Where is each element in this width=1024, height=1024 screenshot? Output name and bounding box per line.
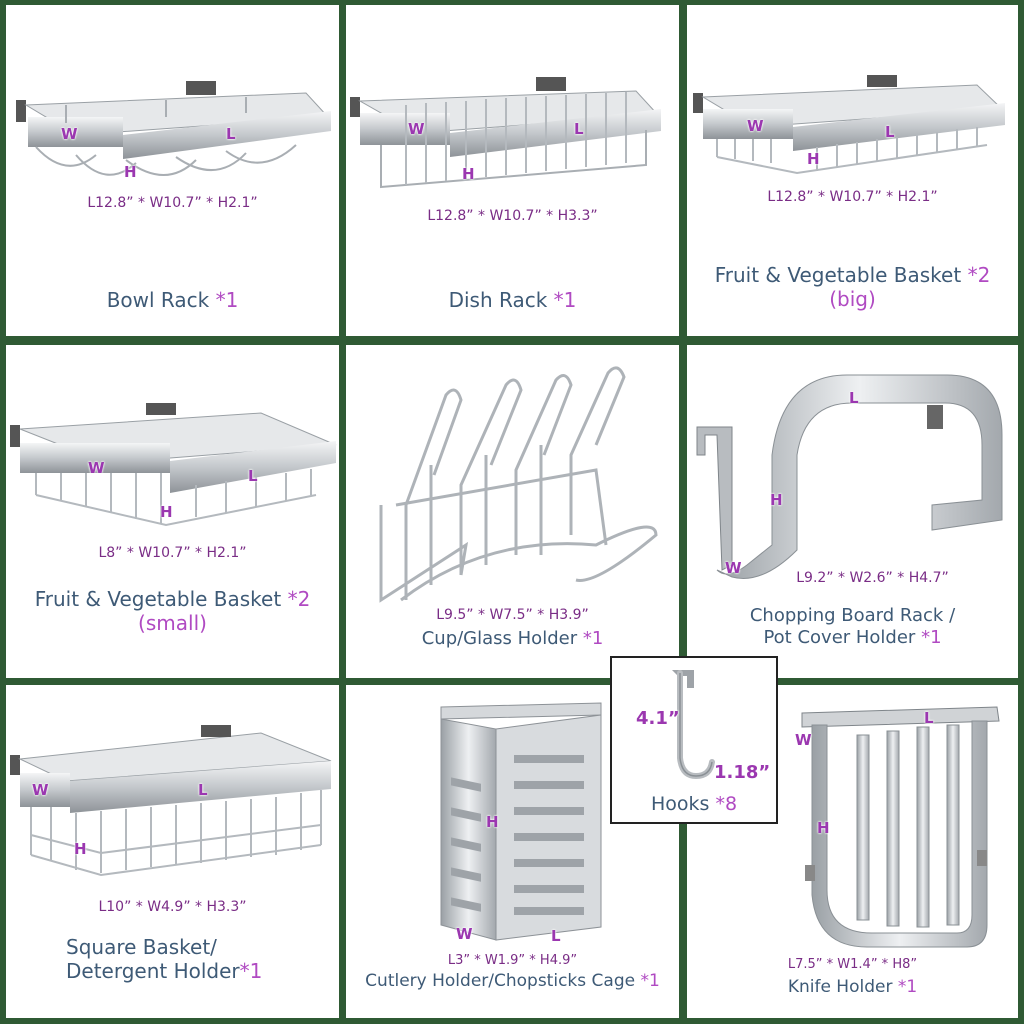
knife-holder-image [801,706,1000,948]
width-label: W [747,117,764,135]
product-name: Fruit & Vegetable Basket *2 (big) [687,263,1018,311]
quantity: *1 [897,977,918,997]
length-label: L [198,781,208,799]
product-title-line2: Pot Cover Holder [763,627,916,648]
panel-dish-rack: W L H L12.8” * W10.7” * H3.3” Dish Rack … [346,5,679,336]
quantity: *8 [715,793,738,815]
dish-rack-image [350,77,661,189]
dimensions: L12.8” * W10.7” * H2.1” [767,189,938,205]
panel-cup-holder: L9.5” * W7.5” * H3.9” Cup/Glass Holder *… [346,345,679,678]
hook-width: 1.18” [714,762,771,783]
quantity: *2 [287,587,311,611]
dimensions: L10” * W4.9” * H3.3” [98,899,247,915]
product-name: Chopping Board Rack / Pot Cover Holder *… [687,605,1018,649]
product-title: Hooks [650,793,710,815]
product-title: Cutlery Holder/Chopsticks Cage [365,971,636,991]
square-basket-image [10,725,332,877]
product-title: Knife Holder [787,977,893,997]
quantity: *1 [239,959,263,983]
quantity: *1 [640,971,660,991]
size-note: (big) [829,287,876,311]
cutlery-holder-image [440,702,602,941]
height-label: H [807,150,820,168]
dimensions: L3” * W1.9” * H4.9” [447,953,578,968]
product-name: Fruit & Vegetable Basket *2 (small) [6,587,339,635]
chopping-board-rack-image [696,374,1003,579]
product-name: Dish Rack *1 [346,288,679,312]
quantity: *1 [215,288,239,312]
product-name: Hooks *8 [612,792,776,816]
length-label: L [551,927,561,945]
product-title-line1: Chopping Board Rack / [749,605,956,626]
basket-small-image [10,403,337,527]
length-label: L [248,467,258,485]
panel-basket-big: W L H L12.8” * W10.7” * H2.1” Fruit & Ve… [687,5,1018,336]
height-label: H [770,491,783,509]
quantity: *1 [921,627,942,648]
quantity: *1 [553,288,577,312]
panel-basket-small: W L H L8” * W10.7” * H2.1” Fruit & Veget… [6,345,339,678]
dish-slots [405,92,627,185]
cup-holder-image [379,366,658,603]
width-label: W [32,781,49,799]
product-title-line2: Detergent Holder [66,959,240,983]
basket-big-image [693,75,1005,175]
panel-chopping-board-rack: L H W L9.2” * W2.6” * H4.7” Chopping Boa… [687,345,1018,678]
product-name: Knife Holder *1 [687,975,1018,999]
product-name: Square Basket/ Detergent Holder*1 [66,935,339,983]
height-label: H [160,503,173,521]
width-label: W [408,120,425,138]
product-name: Cutlery Holder/Chopsticks Cage *1 [346,969,679,993]
dimensions: L12.8” * W10.7” * H3.3” [427,208,598,224]
product-title-line1: Square Basket/ [66,935,217,959]
dimensions: L9.5” * W7.5” * H3.9” [436,607,589,623]
hook-height: 4.1” [636,708,680,729]
product-title: Fruit & Vegetable Basket [714,263,962,287]
length-label: L [574,120,584,138]
panel-square-basket: W L H L10” * W4.9” * H3.3” Square Basket… [6,685,339,1018]
width-label: W [61,125,78,143]
dimensions: L8” * W10.7” * H2.1” [98,545,247,561]
size-note: (small) [138,611,207,635]
product-title: Cup/Glass Holder [421,628,578,649]
width-label: W [88,459,105,477]
height-label: H [74,840,87,858]
width-label: W [725,559,742,577]
product-title: Fruit & Vegetable Basket [34,587,282,611]
height-label: H [124,163,137,181]
product-name: Cup/Glass Holder *1 [346,627,679,651]
length-label: L [924,709,934,727]
bowl-rack-image [16,81,331,176]
length-label: L [849,389,859,407]
panel-hooks: 4.1” 1.18” Hooks *8 [610,656,778,824]
height-label: H [817,819,830,837]
height-label: H [462,165,475,183]
length-label: L [885,123,895,141]
quantity: *1 [582,628,604,649]
dimensions: L9.2” * W2.6” * H4.7” [796,570,949,586]
dimensions: L12.8” * W10.7” * H2.1” [87,195,258,211]
width-label: W [456,925,473,943]
hook-image [672,670,715,780]
product-name: Bowl Rack *1 [6,288,339,312]
panel-bowl-rack: W L H L12.8” * W10.7” * H2.1” Bowl Rack … [6,5,339,336]
product-title: Bowl Rack [106,288,210,312]
product-title: Dish Rack [448,288,548,312]
length-label: L [226,125,236,143]
quantity: *2 [967,263,991,287]
cage-slots [451,755,584,915]
width-label: W [795,731,812,749]
height-label: H [486,813,499,831]
dimensions: L7.5” * W1.4” * H8” [787,957,918,972]
